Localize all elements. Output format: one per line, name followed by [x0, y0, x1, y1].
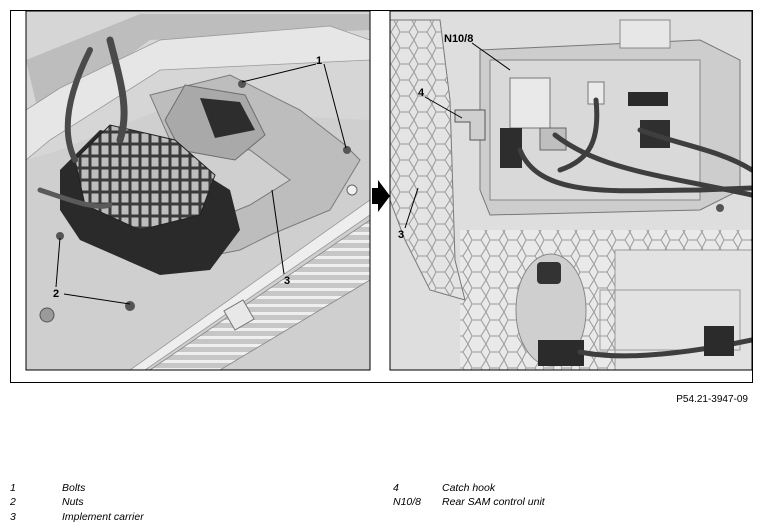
- legend-label: Implement carrier: [62, 511, 144, 523]
- callout-3-right: 3: [398, 229, 404, 241]
- figure-id: P54.21-3947-09: [676, 394, 748, 405]
- legend-key: 3: [10, 511, 16, 523]
- callout-4: 4: [418, 87, 425, 99]
- right-photo-panel: N10/8 4 3: [389, 10, 753, 371]
- callout-2: 2: [53, 288, 59, 300]
- left-photo-panel: 1 2 3: [25, 10, 371, 371]
- legend-label: Catch hook: [442, 482, 496, 494]
- legend-label: Rear SAM control unit: [442, 496, 545, 508]
- callout-1: 1: [316, 55, 322, 67]
- legend-label: Bolts: [62, 482, 86, 494]
- legend-label: Nuts: [62, 496, 84, 508]
- arrow-right-icon: [372, 180, 390, 212]
- legend-key: 2: [10, 496, 16, 508]
- legend-key: 1: [10, 482, 16, 494]
- callout-n10-8: N10/8: [444, 33, 473, 45]
- diagram-figure: 1 2 3: [10, 10, 753, 383]
- legend-key: 4: [393, 482, 399, 494]
- legend-key: N10/8: [393, 496, 422, 508]
- callout-3-left: 3: [284, 275, 290, 287]
